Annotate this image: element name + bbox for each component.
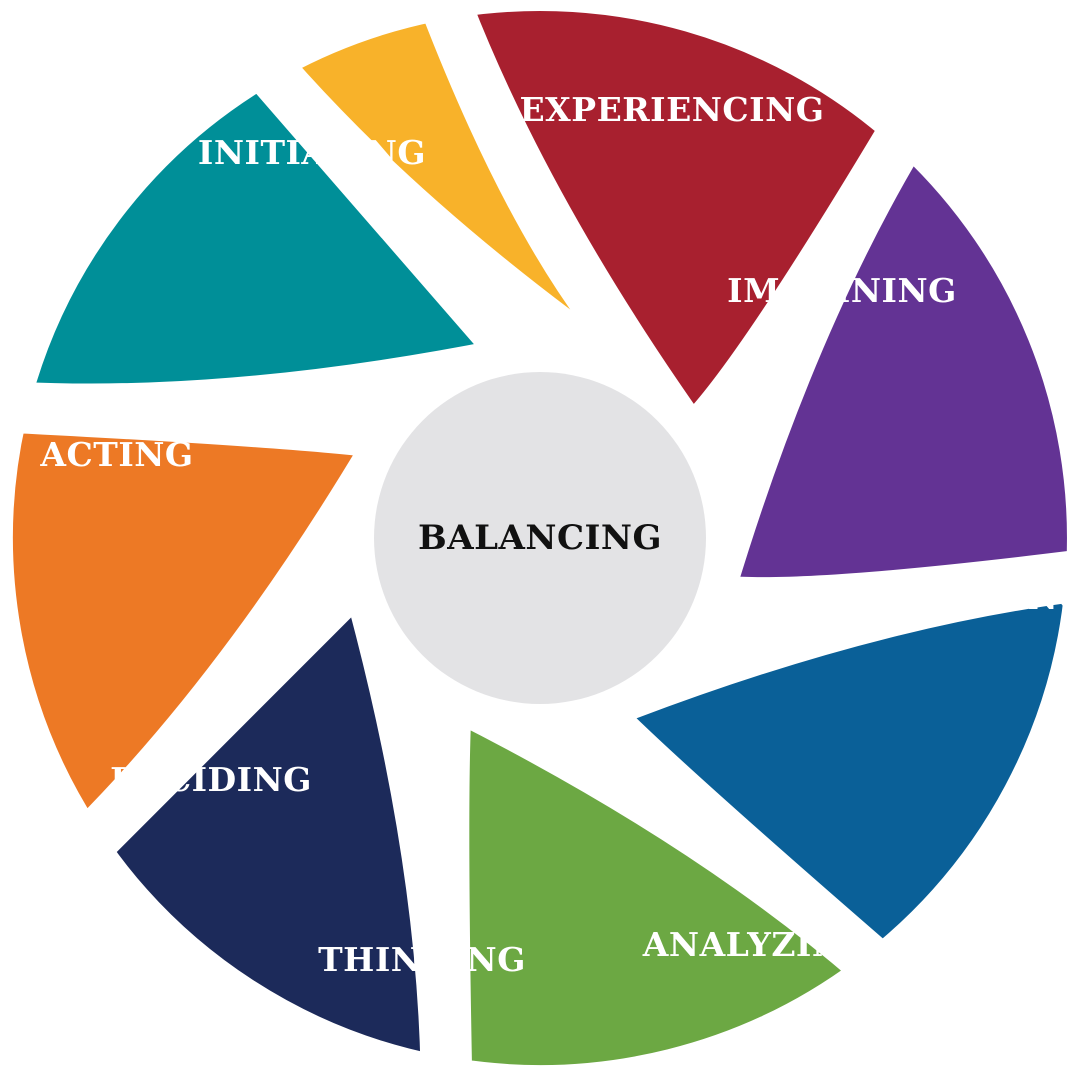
segment-label-initiating: INITIATING <box>198 133 426 172</box>
segment-reflecting <box>600 575 1080 969</box>
segment-label-reflecting: REFLECTING <box>833 578 1080 617</box>
segment-label-deciding: DECIDING <box>110 760 312 799</box>
segment-analyzing <box>443 696 876 1079</box>
segment-label-experiencing: EXPERIENCING <box>520 90 825 129</box>
segment-label-imagining: IMAGINING <box>727 271 957 310</box>
segment-imagining <box>710 132 1080 604</box>
segment-initiating <box>268 0 658 393</box>
segment-experiencing <box>446 0 905 438</box>
segment-label-thinking: THINKING <box>318 940 526 979</box>
segment-label-analyzing: ANALYZING <box>642 925 871 964</box>
center-circle <box>374 372 706 704</box>
segment-thinking <box>86 579 447 1079</box>
segment-label-acting: ACTING <box>39 435 193 474</box>
center-label: BALANCING <box>418 518 662 558</box>
segment-acting <box>6 64 512 410</box>
segment-deciding <box>0 407 388 843</box>
segment-labels: EXPERIENCING IMAGINING REFLECTING ANALYZING… <box>39 90 1080 979</box>
